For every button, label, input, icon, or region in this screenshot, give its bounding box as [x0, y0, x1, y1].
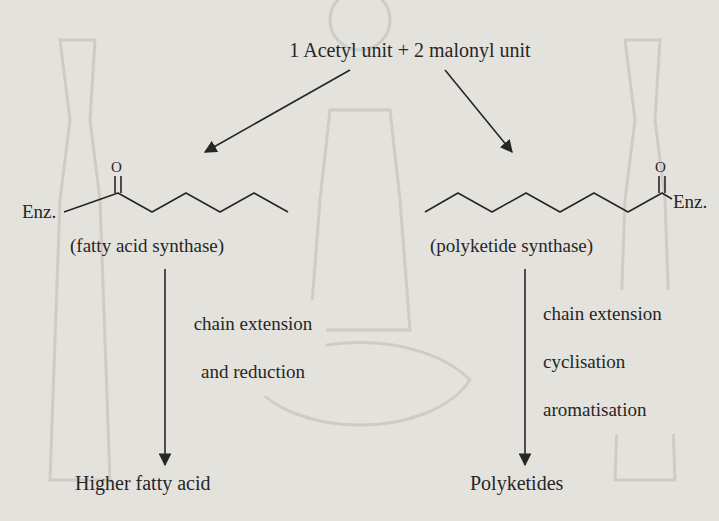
- carbonyl-bond: [120, 176, 122, 193]
- node-text: Enz.: [22, 201, 56, 224]
- node-text: (polyketide synthase): [430, 235, 593, 258]
- node-text: Higher fatty acid: [75, 471, 211, 495]
- reaction-arrow: [205, 70, 350, 152]
- node-text: (fatty acid synthase): [70, 235, 224, 258]
- polyketide-chain: [425, 193, 672, 212]
- text-node: Higher fatty acid: [75, 468, 265, 498]
- node-text: Enz.: [673, 191, 707, 214]
- fatty-acid-chain: [64, 193, 288, 212]
- reaction-arrow: [164, 269, 166, 465]
- carbonyl-bond: [114, 176, 116, 193]
- step-label: chain extension cyclisation aromatisatio…: [540, 290, 719, 434]
- atom-label: O: [111, 160, 122, 175]
- atom-label: O: [655, 160, 666, 175]
- carbonyl-bond: [658, 176, 660, 193]
- node-text: 1 Acetyl unit + 2 malonyl unit: [250, 38, 570, 62]
- node-text: Polyketides: [470, 471, 563, 495]
- text-node: Polyketides: [470, 468, 630, 498]
- reaction-arrow: [445, 70, 512, 152]
- step-label: chain extension and reduction: [180, 300, 326, 396]
- text-node: Enz. (fatty acid synthase): [18, 155, 298, 265]
- text-node: 1 Acetyl unit + 2 malonyl unit: [250, 36, 572, 66]
- reaction-arrow: [524, 269, 526, 465]
- carbonyl-bond: [664, 176, 666, 193]
- text-node: Enz. (polyketide synthase): [415, 155, 715, 265]
